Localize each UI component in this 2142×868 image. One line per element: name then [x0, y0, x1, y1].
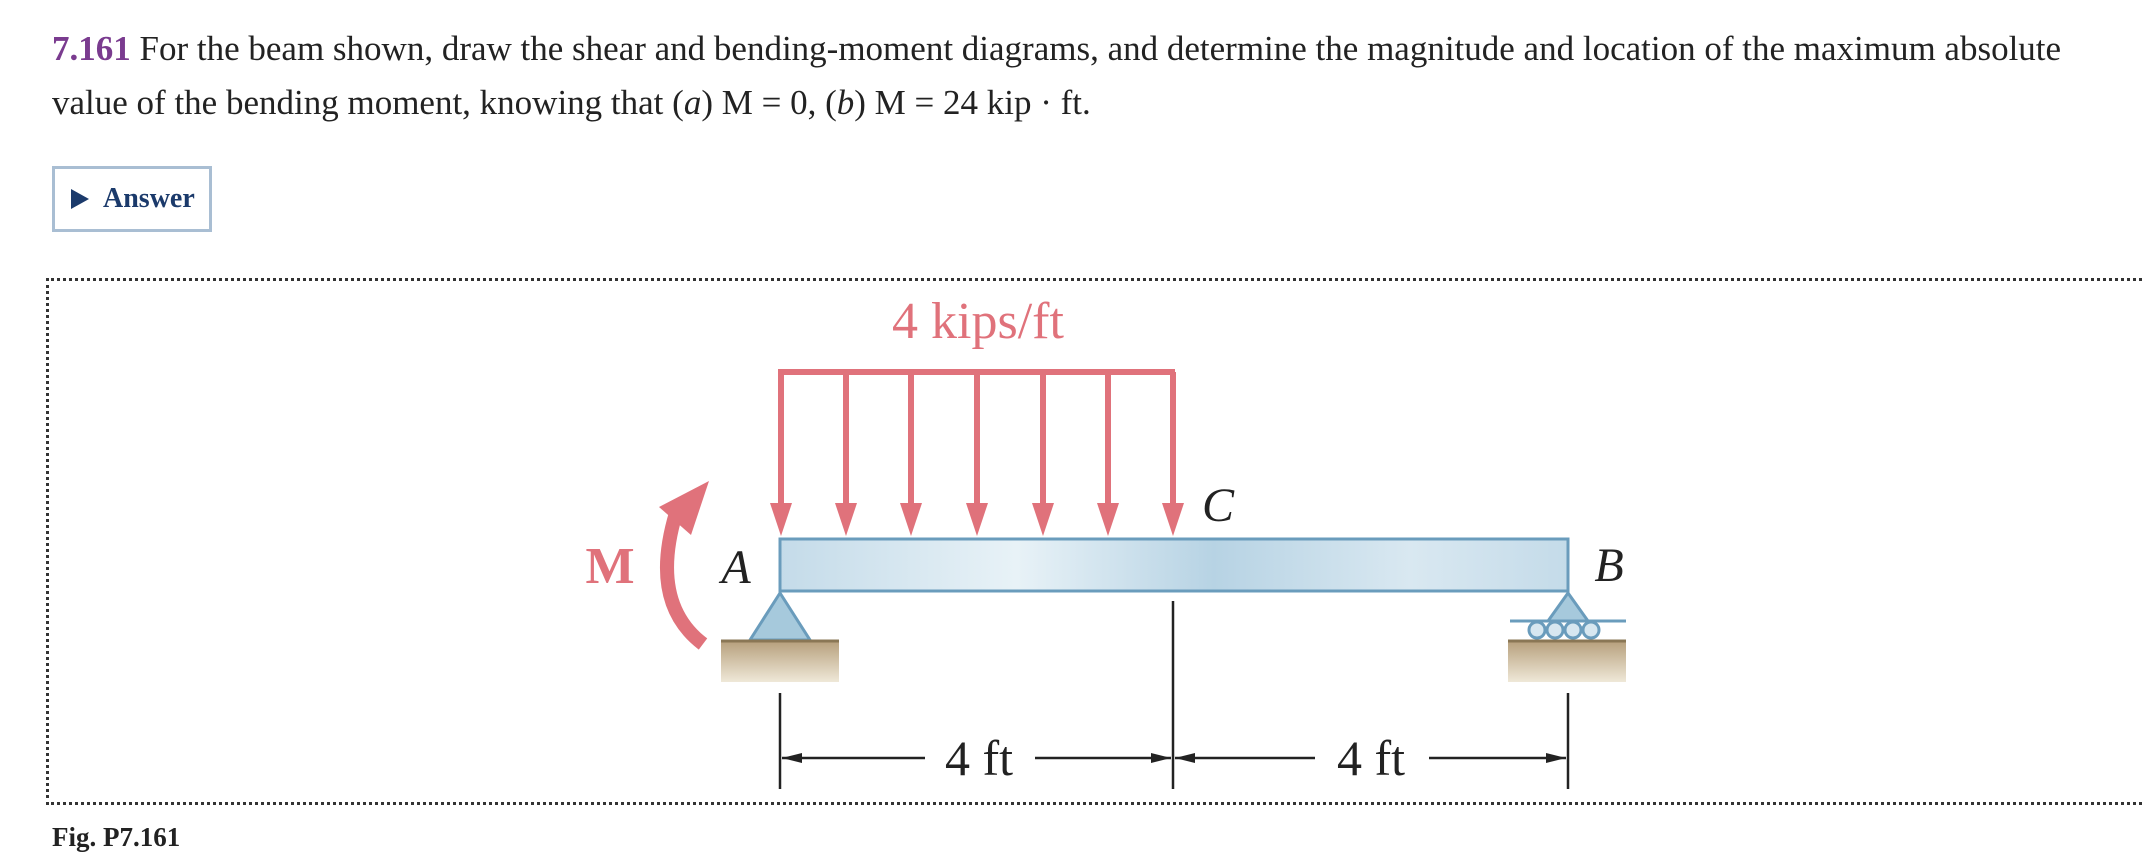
- answer-button-label: Answer: [103, 183, 195, 214]
- beam: [778, 537, 1570, 593]
- load-arrow: [835, 372, 857, 536]
- point-b-label: B: [1594, 539, 1623, 592]
- problem-number: 7.161: [52, 29, 131, 68]
- pin-support-a: [721, 590, 839, 682]
- problem-text-part-1: For the beam shown, draw the shear and b…: [52, 29, 2062, 122]
- load-arrow: [1097, 372, 1119, 536]
- moment-arrowhead: [659, 481, 709, 535]
- beam-figure: 4 kips/ft M A C B: [585, 293, 1626, 789]
- case-b-label: b: [836, 83, 855, 122]
- point-c-label: C: [1202, 479, 1235, 532]
- case-a-label: a: [683, 83, 702, 122]
- figure-caption: Fig. P7.161: [52, 822, 181, 852]
- load-arrow: [900, 372, 922, 536]
- problem-text-part-3: ) M = 24 kip · ft.: [854, 83, 1091, 122]
- distributed-load-arrows: [770, 369, 1184, 536]
- dimension-left-label: 4 ft: [945, 730, 1013, 786]
- problem-text-part-2: ) M = 0, (: [701, 83, 837, 122]
- load-arrow: [1032, 372, 1054, 536]
- load-arrow: [966, 372, 988, 536]
- dimension-right-label: 4 ft: [1337, 730, 1405, 786]
- load-arrow: [770, 372, 792, 536]
- roller-support-b: [1508, 590, 1626, 682]
- dimension-lines: [778, 601, 1570, 789]
- load-arrow: [1162, 372, 1184, 536]
- figure-frame: 4 kips/ft M A C B: [46, 278, 2142, 805]
- point-a-label: A: [718, 541, 751, 594]
- distributed-load-label: 4 kips/ft: [892, 293, 1064, 350]
- answer-button[interactable]: Answer: [52, 166, 212, 232]
- problem-statement: 7.161 For the beam shown, draw the shear…: [52, 22, 2112, 130]
- expand-triangle-icon: [71, 189, 89, 209]
- moment-label: M: [585, 538, 634, 595]
- moment-arrow: [660, 510, 708, 650]
